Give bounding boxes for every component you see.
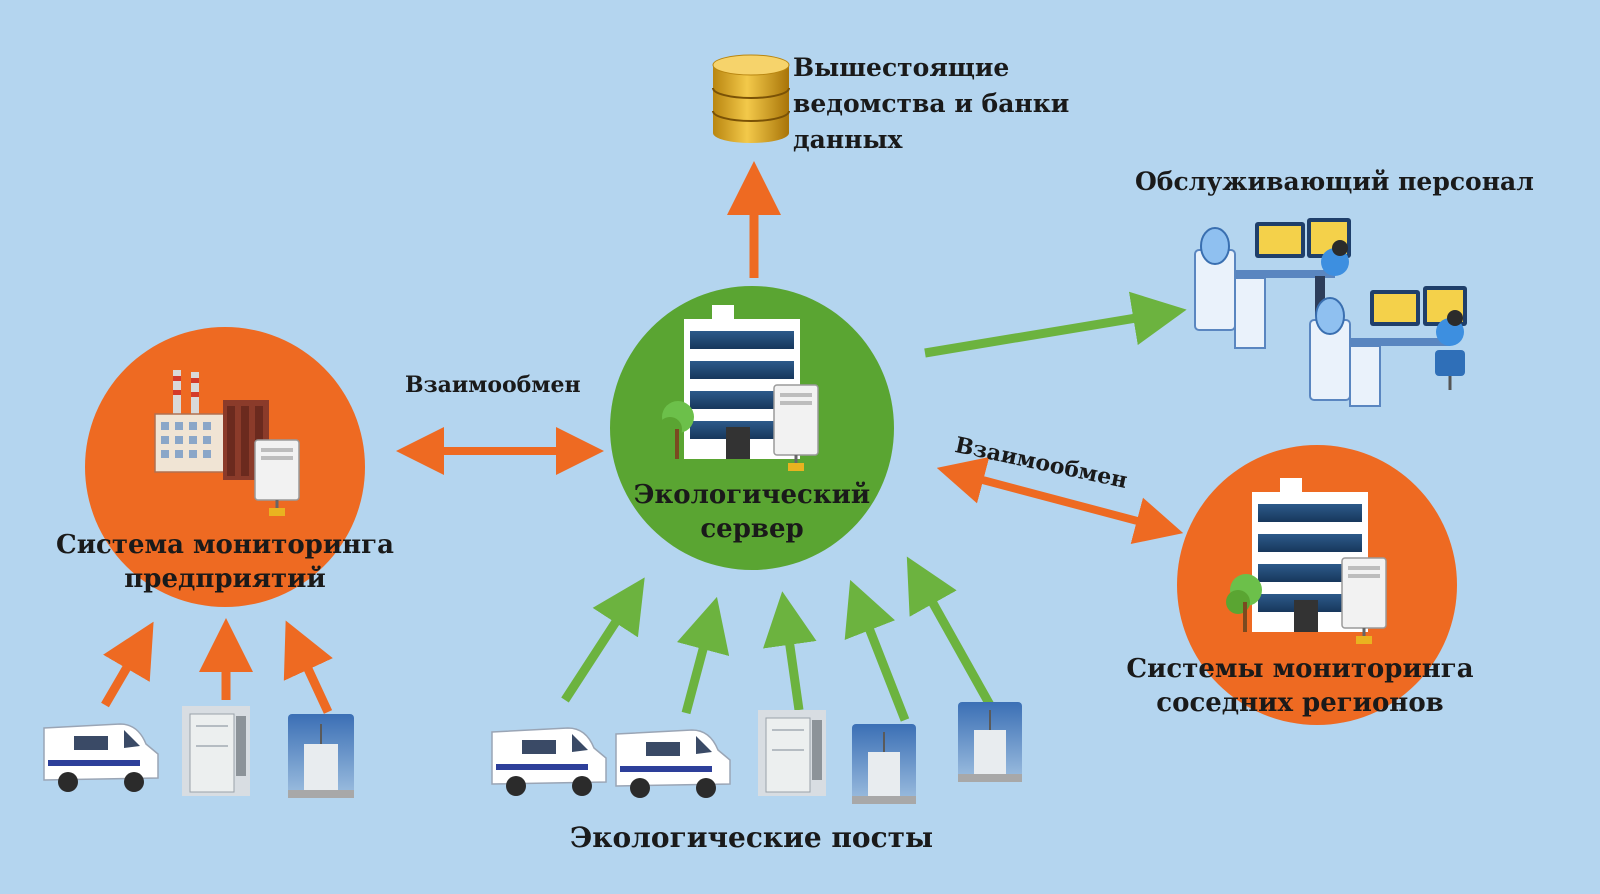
ambulance-van-icon-2 bbox=[491, 727, 607, 796]
server-label: Экологический сервер bbox=[612, 478, 892, 546]
enterprise-line-2: предприятий bbox=[124, 564, 326, 594]
office-building-server-icon bbox=[658, 305, 819, 471]
monitoring-station-photo-icon bbox=[288, 714, 354, 798]
exchange-left-label: Взаимообмен bbox=[405, 372, 581, 398]
monitoring-station-photo-icon-2 bbox=[852, 724, 916, 804]
arrow-enterprise-post-3 bbox=[283, 620, 333, 714]
neighbors-line-2: соседних регионов bbox=[1156, 688, 1444, 718]
server-line-1: Экологический bbox=[633, 480, 871, 510]
arrow-eco-post-1 bbox=[561, 577, 645, 703]
neighbors-line-1: Системы мониторинга bbox=[1126, 654, 1474, 684]
arrow-eco-post-3 bbox=[763, 591, 817, 711]
operators-workstation-icon bbox=[1194, 218, 1467, 407]
ambulance-van-icon-3 bbox=[615, 729, 731, 798]
arrow-eco-post-4 bbox=[844, 579, 910, 722]
monitoring-station-icon-2 bbox=[758, 710, 826, 796]
neighbors-label: Системы мониторинга соседних регионов bbox=[1110, 652, 1490, 720]
factory-server-icon bbox=[154, 370, 300, 516]
enterprise-line-1: Система мониторинга bbox=[56, 530, 394, 560]
server-line-2: сервер bbox=[700, 514, 804, 544]
arrow-to-staff bbox=[924, 291, 1187, 358]
arrow-enterprise-post-1 bbox=[101, 621, 154, 708]
ambulance-van-icon bbox=[43, 723, 159, 792]
office-building-server-icon-neighbors bbox=[1226, 478, 1387, 644]
databanks-line-1: Вышестоящие bbox=[793, 53, 1010, 82]
arrow-eco-post-2 bbox=[676, 596, 730, 715]
arrow-eco-post-5 bbox=[906, 556, 994, 708]
monitoring-station-icon bbox=[182, 706, 250, 796]
arrow-exchange-neighbors bbox=[936, 456, 1184, 545]
databanks-line-3: данных bbox=[793, 125, 903, 154]
database-icon bbox=[712, 54, 790, 143]
databanks-label: Вышестоящие ведомства и банки данных bbox=[793, 50, 1069, 158]
monitoring-station-photo-icon-3 bbox=[958, 702, 1022, 782]
posts-label: Экологические посты bbox=[570, 821, 934, 854]
staff-label: Обслуживающий персонал bbox=[1135, 167, 1534, 196]
databanks-line-2: ведомства и банки bbox=[793, 89, 1070, 118]
enterprise-label: Система мониторинга предприятий bbox=[50, 528, 400, 596]
